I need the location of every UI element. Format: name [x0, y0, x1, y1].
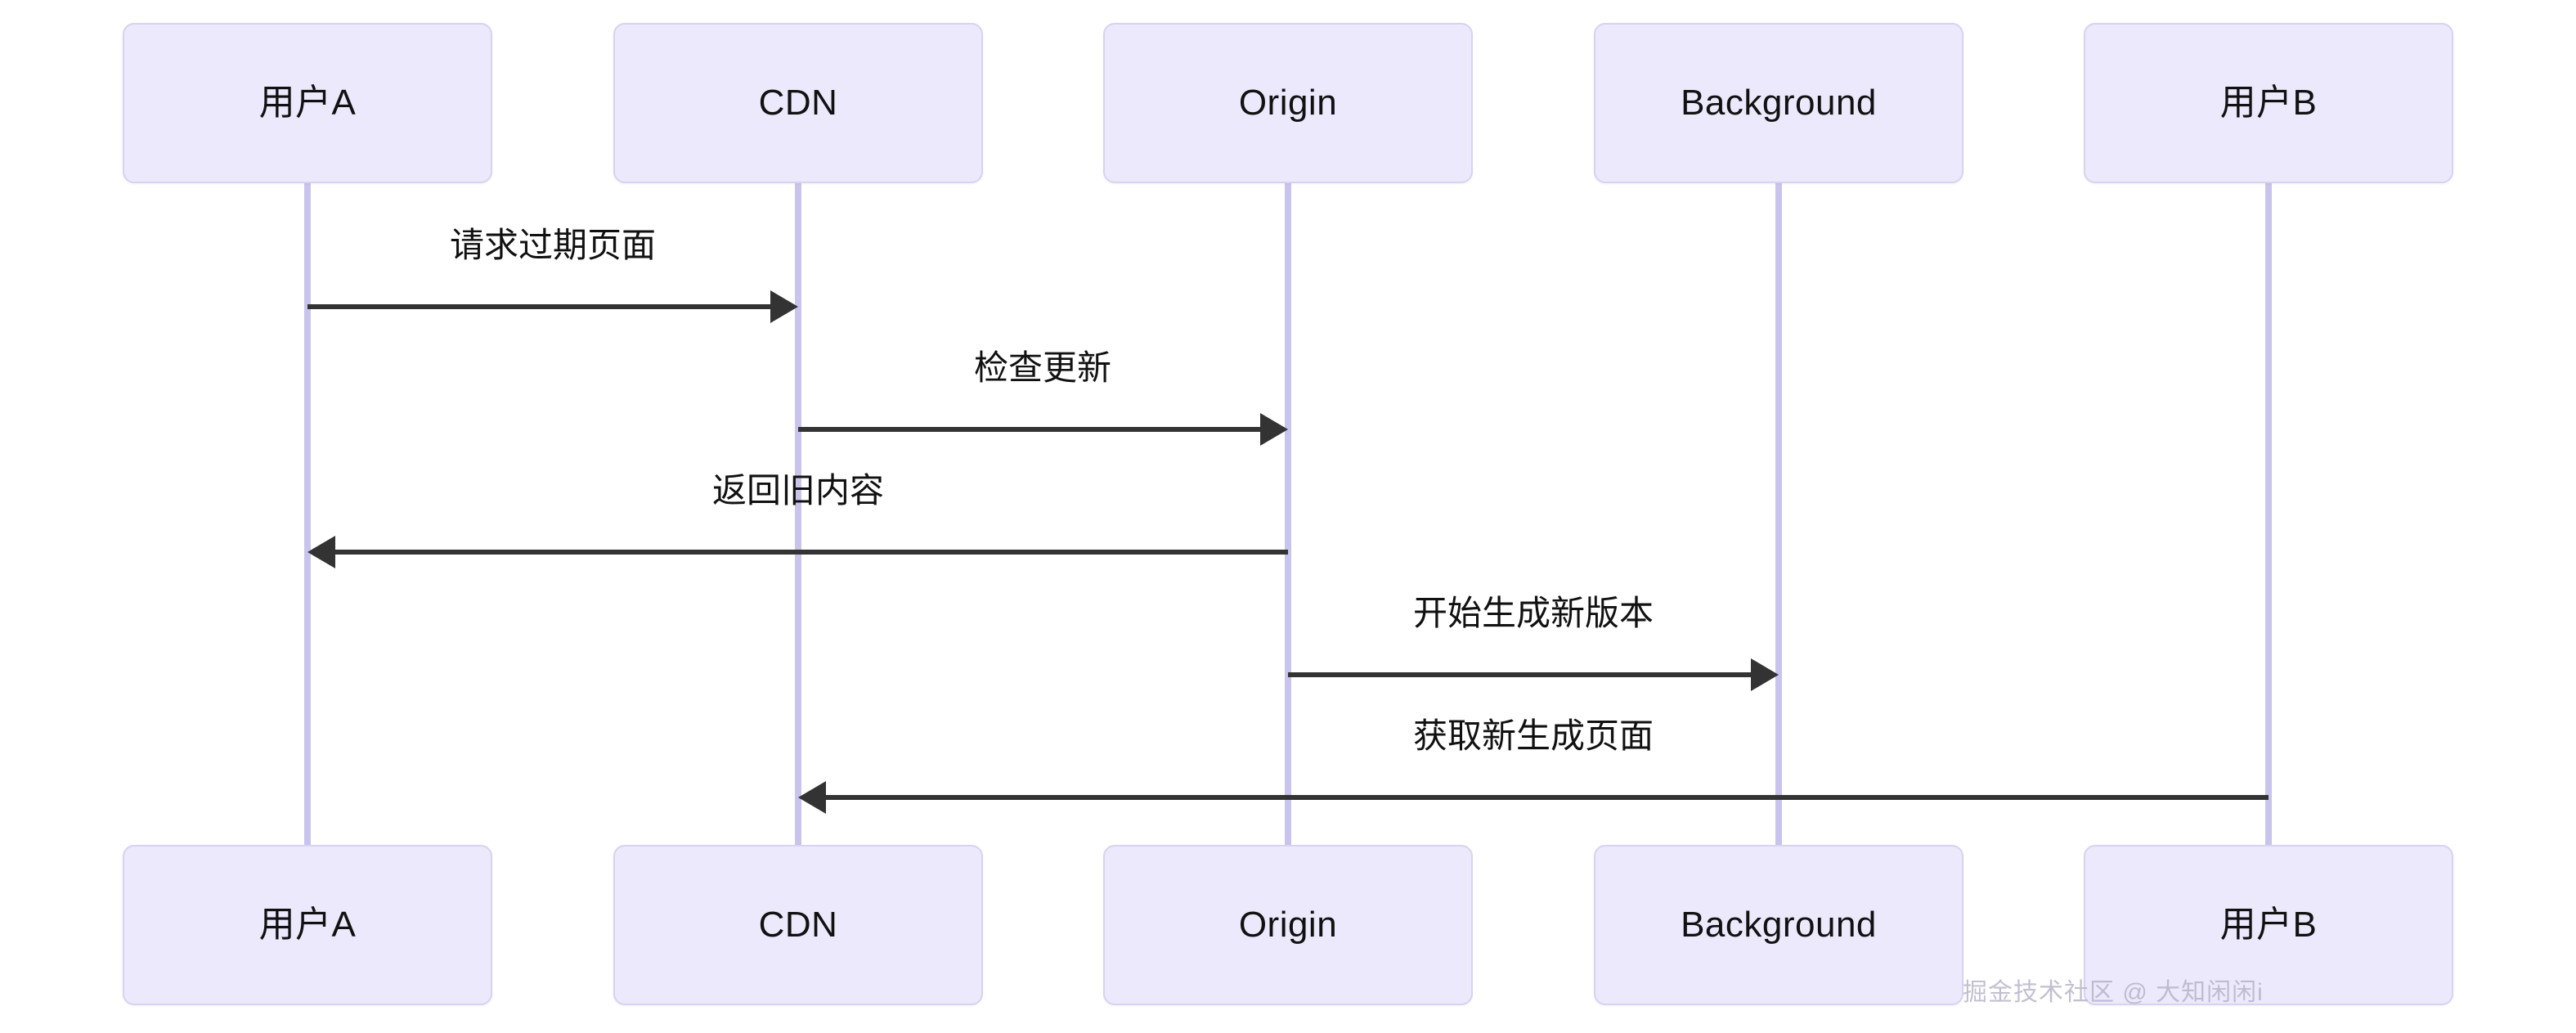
- arrow-head-right-icon: [770, 290, 798, 323]
- participant-label: Origin: [1238, 83, 1338, 123]
- arrow-head-left-icon: [307, 536, 335, 568]
- lifeline-cdn: [795, 183, 801, 845]
- message-line: [335, 550, 1288, 555]
- message-line: [798, 427, 1260, 432]
- participant-label: 用户B: [2219, 905, 2318, 945]
- participant-box-top-cdn[interactable]: CDN: [613, 23, 983, 183]
- message-label: 开始生成新版本: [1412, 594, 1654, 632]
- participant-box-top-origin[interactable]: Origin: [1103, 23, 1473, 183]
- participant-label: Background: [1681, 905, 1877, 945]
- participant-label: CDN: [758, 905, 838, 945]
- participant-label: Background: [1681, 83, 1877, 123]
- message-label: 请求过期页面: [449, 226, 657, 264]
- participant-box-top-user-a[interactable]: 用户A: [123, 23, 492, 183]
- arrow-head-left-icon: [798, 781, 826, 814]
- lifeline-user-a: [304, 183, 311, 845]
- participant-box-bottom-background[interactable]: Background: [1594, 845, 1963, 1005]
- participant-label: 用户A: [258, 83, 357, 123]
- participant-box-top-user-b[interactable]: 用户B: [2084, 23, 2453, 183]
- participant-box-bottom-origin[interactable]: Origin: [1103, 845, 1473, 1005]
- message-label: 获取新生成页面: [1412, 716, 1654, 755]
- watermark: 掘金技术社区 @ 大知闲闲i: [1963, 979, 2264, 1006]
- lifeline-origin: [1285, 183, 1291, 845]
- participant-box-bottom-user-a[interactable]: 用户A: [123, 845, 492, 1005]
- arrow-head-right-icon: [1751, 658, 1779, 691]
- message-label: 返回旧内容: [711, 471, 885, 510]
- participant-box-bottom-user-b[interactable]: 用户B: [2084, 845, 2453, 1005]
- participant-label: 用户A: [258, 905, 357, 945]
- participant-label: Origin: [1238, 905, 1338, 945]
- message-line: [826, 795, 2269, 800]
- message-label: 检查更新: [973, 348, 1112, 387]
- message-line: [307, 304, 770, 309]
- lifeline-user-b: [2265, 183, 2272, 845]
- lifeline-background: [1775, 183, 1782, 845]
- message-line: [1288, 672, 1751, 677]
- participant-label: 用户B: [2219, 83, 2318, 123]
- arrow-head-right-icon: [1260, 413, 1288, 446]
- participant-box-top-background[interactable]: Background: [1594, 23, 1963, 183]
- participant-label: CDN: [758, 83, 838, 123]
- participant-box-bottom-cdn[interactable]: CDN: [613, 845, 983, 1005]
